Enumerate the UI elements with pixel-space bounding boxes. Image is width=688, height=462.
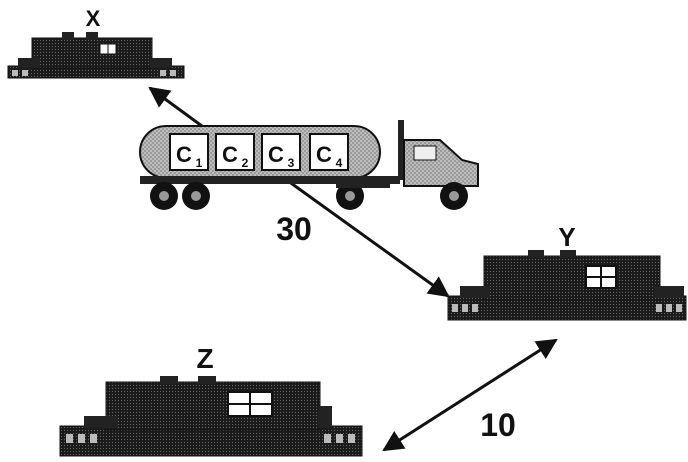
- svg-text:2: 2: [242, 156, 249, 170]
- building-y-label: Y: [558, 222, 575, 252]
- building-x-label: X: [86, 6, 101, 31]
- compartment-c4: C 4: [310, 134, 348, 170]
- distance-label-y-z: 10: [480, 407, 516, 443]
- svg-text:C: C: [268, 142, 284, 167]
- svg-text:C: C: [222, 142, 238, 167]
- compartment-c1: C 1: [170, 134, 208, 170]
- svg-text:4: 4: [336, 156, 343, 170]
- compartment-c3: C 3: [262, 134, 300, 170]
- building-z: Z: [60, 343, 362, 456]
- distance-label-truck-y: 30: [276, 211, 312, 247]
- svg-text:C: C: [176, 142, 192, 167]
- svg-text:3: 3: [288, 156, 295, 170]
- route-arrow-y-z: [384, 340, 556, 450]
- svg-text:1: 1: [196, 156, 203, 170]
- compartment-c2: C 2: [216, 134, 254, 170]
- building-y: Y: [448, 222, 686, 320]
- building-x: X: [8, 6, 184, 78]
- building-z-label: Z: [196, 343, 213, 374]
- svg-text:C: C: [316, 142, 332, 167]
